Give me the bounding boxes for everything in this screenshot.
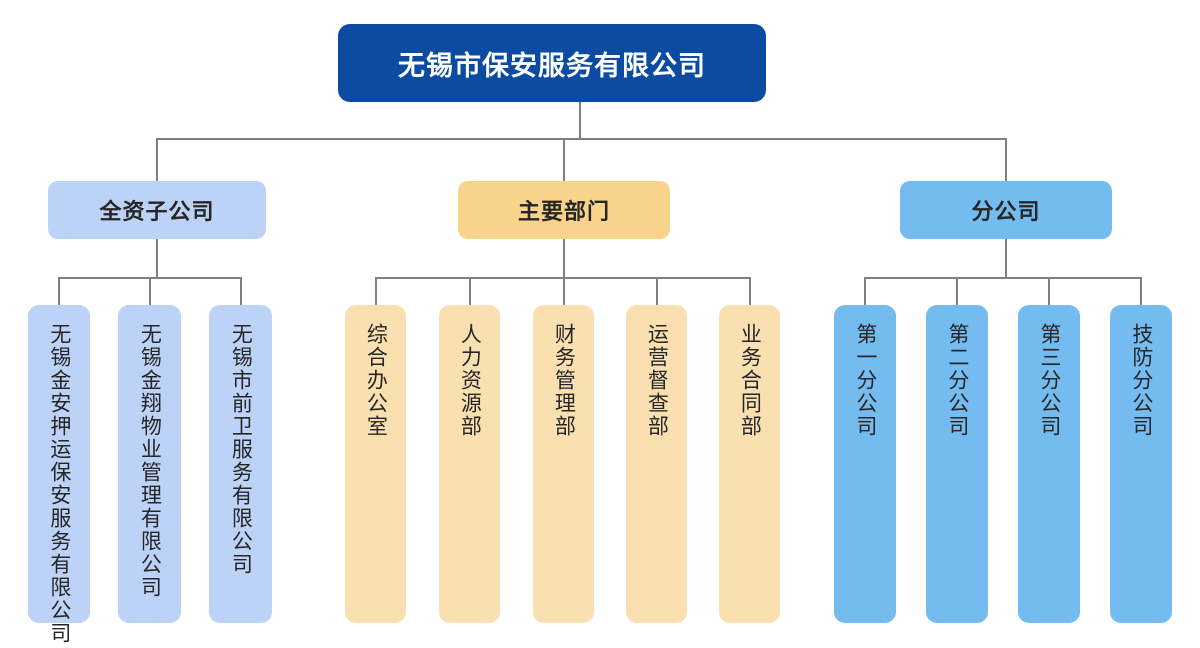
node-department-2[interactable]: 人力资源部: [439, 305, 500, 623]
node-branch-3[interactable]: 第三分公司: [1018, 305, 1080, 623]
connector-branches-drop-2: [956, 277, 958, 306]
node-category-departments-label: 主要部门: [517, 199, 610, 224]
node-branch-1[interactable]: 第一分公司: [834, 305, 896, 623]
node-category-subsidiaries[interactable]: 全资子公司: [48, 181, 266, 239]
connector-subsidiaries-stem: [156, 239, 158, 278]
connector-subsidiaries-drop-2: [149, 277, 151, 306]
node-department-4[interactable]: 运营督查部: [626, 305, 687, 623]
connector-departments-bus: [375, 277, 750, 279]
connector-level1-drop-departments: [563, 138, 565, 181]
node-branch-2-label: 第二分公司: [945, 323, 969, 438]
connector-level1-drop-branches: [1005, 138, 1007, 181]
node-subsidiary-2-label: 无锡金翔物业管理有限公司: [138, 323, 162, 599]
connector-branches-bus: [864, 277, 1141, 279]
node-branch-4-label: 技防分公司: [1129, 323, 1153, 438]
node-branch-1-label: 第一分公司: [853, 323, 877, 438]
node-subsidiary-3-label: 无锡市前卫服务有限公司: [229, 323, 253, 576]
node-category-departments[interactable]: 主要部门: [458, 181, 670, 239]
connector-branches-stem: [1005, 239, 1007, 278]
node-category-branches[interactable]: 分公司: [900, 181, 1112, 239]
connector-departments-drop-2: [469, 277, 471, 306]
node-department-2-label: 人力资源部: [458, 323, 482, 438]
connector-departments-drop-3: [563, 277, 565, 306]
connector-root-stem: [579, 102, 581, 139]
connector-level1-bus: [156, 138, 1006, 140]
connector-departments-drop-1: [375, 277, 377, 306]
node-root-company[interactable]: 无锡市保安服务有限公司: [338, 24, 766, 102]
connector-branches-drop-1: [864, 277, 866, 306]
connector-departments-drop-5: [749, 277, 751, 306]
node-department-1[interactable]: 综合办公室: [345, 305, 406, 623]
connector-branches-drop-4: [1140, 277, 1142, 306]
connector-departments-stem: [563, 239, 565, 278]
connector-departments-drop-4: [656, 277, 658, 306]
node-subsidiary-2[interactable]: 无锡金翔物业管理有限公司: [118, 305, 181, 623]
node-branch-3-label: 第三分公司: [1037, 323, 1061, 438]
connector-subsidiaries-drop-3: [240, 277, 242, 306]
node-department-5-label: 业务合同部: [738, 323, 762, 438]
node-department-1-label: 综合办公室: [364, 323, 388, 438]
connector-branches-drop-3: [1048, 277, 1050, 306]
node-department-5[interactable]: 业务合同部: [719, 305, 780, 623]
node-root-company-label: 无锡市保安服务有限公司: [398, 50, 706, 81]
node-department-3[interactable]: 财务管理部: [533, 305, 594, 623]
node-department-4-label: 运营督查部: [645, 323, 669, 438]
connector-subsidiaries-drop-1: [58, 277, 60, 306]
node-category-subsidiaries-label: 全资子公司: [99, 199, 215, 224]
connector-level1-drop-subsidiaries: [156, 138, 158, 181]
node-subsidiary-3[interactable]: 无锡市前卫服务有限公司: [209, 305, 272, 623]
node-branch-4[interactable]: 技防分公司: [1110, 305, 1172, 623]
node-branch-2[interactable]: 第二分公司: [926, 305, 988, 623]
node-subsidiary-1-label: 无锡金安押运保安服务有限公司: [47, 323, 71, 645]
node-category-branches-label: 分公司: [971, 199, 1041, 224]
node-subsidiary-1[interactable]: 无锡金安押运保安服务有限公司: [28, 305, 90, 645]
node-department-3-label: 财务管理部: [552, 323, 576, 438]
